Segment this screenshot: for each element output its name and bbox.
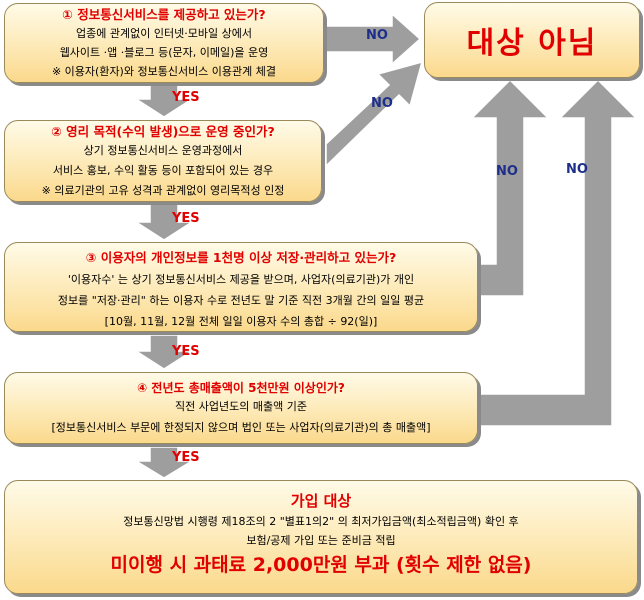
penalty-notice: 미이행 시 과태료 2,000만원 부과 (횟수 제한 없음): [110, 554, 532, 576]
no-label-3: NO: [496, 164, 518, 179]
step-1-box: ① 정보통신서비스를 제공하고 있는가? 업종에 관계없이 인터넷·모바일 상에…: [4, 3, 324, 83]
step-4-box: ④ 전년도 총매출액이 5천만원 이상인가? 직전 사업년도의 매출액 기준 […: [4, 372, 478, 444]
step-3-line-2: 정보를 "저장·관리" 하는 이용자 수로 전년도 말 기준 직전 3개월 간의…: [57, 294, 425, 307]
no-arrow-1: [325, 12, 422, 66]
step-2-line-1: 상기 정보통신서비스 운영과정에서: [83, 144, 243, 157]
no-arrow-3: [470, 78, 550, 297]
step-3-line-1: '이용자수' 는 상기 정보통신서비스 제공을 받으며, 사업자(의료기관)가 …: [67, 273, 415, 286]
result-not-target-box: 대상 아님: [424, 2, 640, 78]
yes-arrow-1: [133, 83, 195, 118]
step-2-line-2: 서비스 홍보, 수익 활동 등이 포함되어 있는 경우: [52, 164, 274, 177]
yes-label-1: YES: [172, 90, 200, 105]
no-label-4: NO: [566, 162, 588, 177]
step-2-question: ② 영리 목적(수익 발생)으로 운영 중인가?: [51, 124, 275, 139]
yes-label-2: YES: [172, 211, 200, 226]
no-label-2: NO: [371, 96, 393, 111]
yes-label-4: YES: [172, 450, 200, 465]
result-target-box: 가입 대상 정보통신망법 시행령 제18조의 2 "별표1의2" 의 최저가입금…: [4, 480, 638, 594]
step-4-line-1: 직전 사업년도의 매출액 기준: [175, 400, 307, 413]
step-4-question: ④ 전년도 총매출액이 5천만원 이상인가?: [137, 381, 345, 395]
step-3-line-3: [10월, 11월, 12월 전체 일일 이용자 수의 총합 ÷ 92(일)]: [104, 315, 378, 328]
step-1-question: ① 정보통신서비스를 제공하고 있는가?: [62, 7, 266, 22]
yes-arrow-2: [133, 203, 195, 241]
step-4-line-2: [정보통신서비스 부문에 한정되지 않으며 법인 또는 사업자(의료기관)의 총…: [51, 421, 431, 434]
result-target-line-1: 정보통신망법 시행령 제18조의 2 "별표1의2" 의 최저가입금액(최소적립…: [123, 515, 519, 528]
step-1-line-1: 업종에 관계없이 인터넷·모바일 상에서: [76, 27, 252, 40]
result-target-title: 가입 대상: [290, 492, 352, 510]
step-1-line-3: ※ 이용자(환자)와 정보통신서비스 이용관계 체결: [51, 65, 277, 78]
no-arrow-2: [325, 60, 424, 168]
yes-arrow-4: [133, 446, 195, 479]
no-arrow-4: [479, 78, 638, 427]
result-target-line-2: 보험/공제 가입 또는 준비금 적립: [246, 534, 396, 547]
no-label-1: NO: [366, 28, 388, 43]
result-not-target-title: 대상 아님: [466, 26, 598, 61]
step-3-box: ③ 이용자의 개인정보를 1천명 이상 저장·관리하고 있는가? '이용자수' …: [4, 242, 478, 332]
step-2-box: ② 영리 목적(수익 발생)으로 운영 중인가? 상기 정보통신서비스 운영과정…: [4, 120, 322, 202]
step-3-question: ③ 이용자의 개인정보를 1천명 이상 저장·관리하고 있는가?: [85, 250, 397, 265]
yes-arrow-3: [133, 334, 195, 370]
step-2-line-3: ※ 의료기관의 고유 성격과 관계없이 영리목적성 인정: [41, 184, 285, 197]
step-1-line-2: 웹사이트 ·앱 ·블로그 등(문자, 이메일)을 운영: [59, 46, 269, 59]
yes-label-3: YES: [172, 344, 200, 359]
